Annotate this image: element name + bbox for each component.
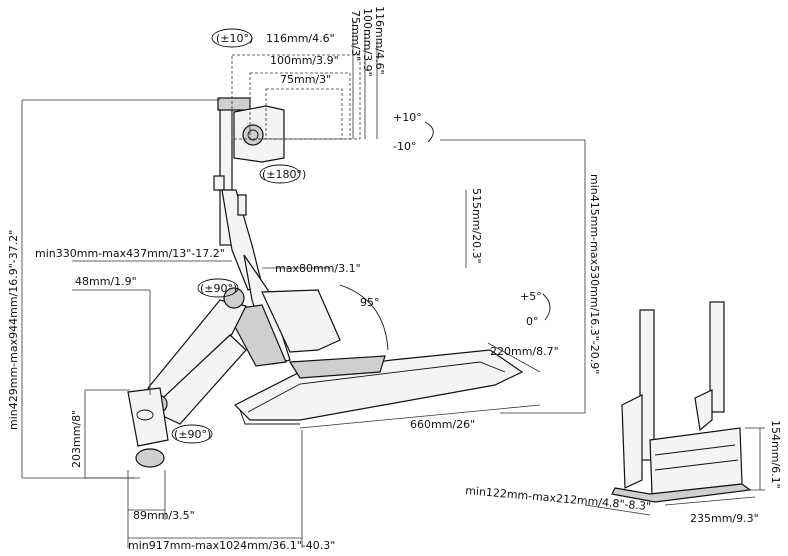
monitor-tilt-indicator: +10° -10° <box>393 111 434 153</box>
reach-total-label: min917mm-max1024mm/36.1"-40.3" <box>128 539 335 552</box>
kb-tilt-arc-icon <box>542 293 551 321</box>
kb-tilt-plus-label: +5° <box>520 290 542 303</box>
cable-clip <box>213 175 225 191</box>
kb-width-label: 660mm/26" <box>410 418 475 431</box>
cpu-depth-dimension: 235mm/9.3" <box>664 496 759 525</box>
cpu-width-dimension: min122mm-max212mm/4.8"-8.3" <box>465 484 652 516</box>
rot-90-bottom-label: (±90°) <box>174 428 211 441</box>
column-and-arm <box>127 189 341 468</box>
kb-tilt-zero-label: 0° <box>526 315 539 328</box>
cpu-holder-plate-lines <box>654 444 739 471</box>
vesa-hub-inner <box>247 129 259 141</box>
w48-dimension: 48mm/1.9" <box>72 275 151 395</box>
kb-depth-line <box>487 342 541 373</box>
overall-height-dimension: min429mm-max944mm/16.9"-37.2" <box>7 99 220 479</box>
height-range-label: min429mm-max944mm/16.9"-37.2" <box>7 230 20 430</box>
cpu-holder <box>611 301 752 503</box>
kb-depth-dimension: 220mm/8.7" <box>487 342 559 373</box>
kb-width-dimension: 660mm/26" <box>299 404 541 431</box>
arm-reach-label: min330mm-max437mm/13"-17.2" <box>35 247 225 260</box>
tilt-arc-icon <box>424 121 434 143</box>
keyboard-tray-front-lip <box>239 409 300 425</box>
rotation-90-top-icon <box>197 278 239 298</box>
vesa-hub <box>242 124 264 146</box>
monitor-tray <box>261 289 341 353</box>
rotation-180-icon <box>259 164 301 184</box>
cpu-holder-left-rail <box>639 309 655 461</box>
angle-95-indicator: 95° <box>339 284 389 351</box>
keyboard-tray-edge <box>247 361 506 413</box>
vesa-75-height-label: 75mm/3" <box>349 10 362 61</box>
tilt-minus-label: -10° <box>393 140 416 153</box>
column-slot <box>237 194 247 216</box>
vesa-116-height-label: 116mm/4.6" <box>373 6 386 75</box>
cpu-depth-line <box>664 496 756 506</box>
arm-joint-top <box>223 287 245 309</box>
vesa-100-height-label: 100mm/3.9" <box>361 8 374 77</box>
vesa-plate-group <box>213 20 378 246</box>
rotation-180-indicator: (±180°) <box>259 164 306 184</box>
wall-mount-hole <box>136 409 154 421</box>
h203-label: 203mm/8" <box>70 410 83 468</box>
cpu-depth-label: 235mm/9.3" <box>690 512 759 525</box>
rotation-top-indicator: (±10°) <box>211 28 253 48</box>
h154-dimension: 154mm/6.1" <box>745 420 782 491</box>
cpu-holder-right-rail <box>709 301 725 413</box>
wall-mount-plate <box>127 387 169 447</box>
cpu-width-label: min122mm-max212mm/4.8"-8.3" <box>465 484 652 513</box>
kb-width-line <box>299 404 541 429</box>
keyboard-tray-mount <box>288 355 386 379</box>
rot-90-top-label: (±90°) <box>200 282 237 295</box>
right-range-label: min415mm-max530mm/16.3"-20.9" <box>588 174 601 374</box>
vesa-75-width-label: 75mm/3" <box>280 73 331 86</box>
w48-label: 48mm/1.9" <box>75 275 137 288</box>
cpu-holder-left-arm <box>621 394 643 489</box>
lower-arm <box>148 334 247 425</box>
keyboard-tray <box>233 349 524 425</box>
rotation-90-bottom-icon <box>171 424 213 444</box>
w89-dimension: 89mm/3.5" <box>127 470 195 522</box>
h154-label: 154mm/6.1" <box>769 420 782 489</box>
tray-bracket <box>225 304 287 367</box>
rotation-90-top-indicator: (±90°) <box>197 278 239 298</box>
screen-height-label: 515mm/20.3" <box>470 188 483 264</box>
rot-180-label: (±180°) <box>262 168 306 181</box>
wall-mount-base <box>135 448 165 468</box>
keyboard-tilt-indicator: +5° 0° <box>520 290 551 328</box>
w89-label: 89mm/3.5" <box>133 509 195 522</box>
max80-dimension: max80mm/3.1" <box>262 262 361 275</box>
vesa-100-width-label: 100mm/3.9" <box>270 54 339 67</box>
vesa-outline-75 <box>265 88 343 140</box>
tilt-plus-label: +10° <box>393 111 422 124</box>
rot-top-label: (±10°) <box>216 32 253 45</box>
arm-reach-dimension: min330mm-max437mm/13"-17.2" <box>35 247 232 262</box>
angle-95-arc <box>339 284 389 351</box>
angle-95-label: 95° <box>360 296 380 309</box>
kb-depth-label: 220mm/8.7" <box>490 345 559 358</box>
total-reach-dimension: min917mm-max1024mm/36.1"-40.3" <box>127 430 335 552</box>
cpu-holder-right-arm <box>694 389 713 432</box>
max80-label: max80mm/3.1" <box>275 262 361 275</box>
right-range-dimension: min415mm-max530mm/16.3"-20.9" <box>440 139 601 414</box>
vesa-116-width-label: 116mm/4.6" <box>266 32 335 45</box>
cpu-width-line <box>584 504 651 516</box>
rotation-top-icon <box>211 28 253 48</box>
rotation-90-bottom-indicator: (±90°) <box>171 424 213 444</box>
pole-cap <box>217 97 251 111</box>
h203-dimension: 203mm/8" <box>70 389 135 479</box>
